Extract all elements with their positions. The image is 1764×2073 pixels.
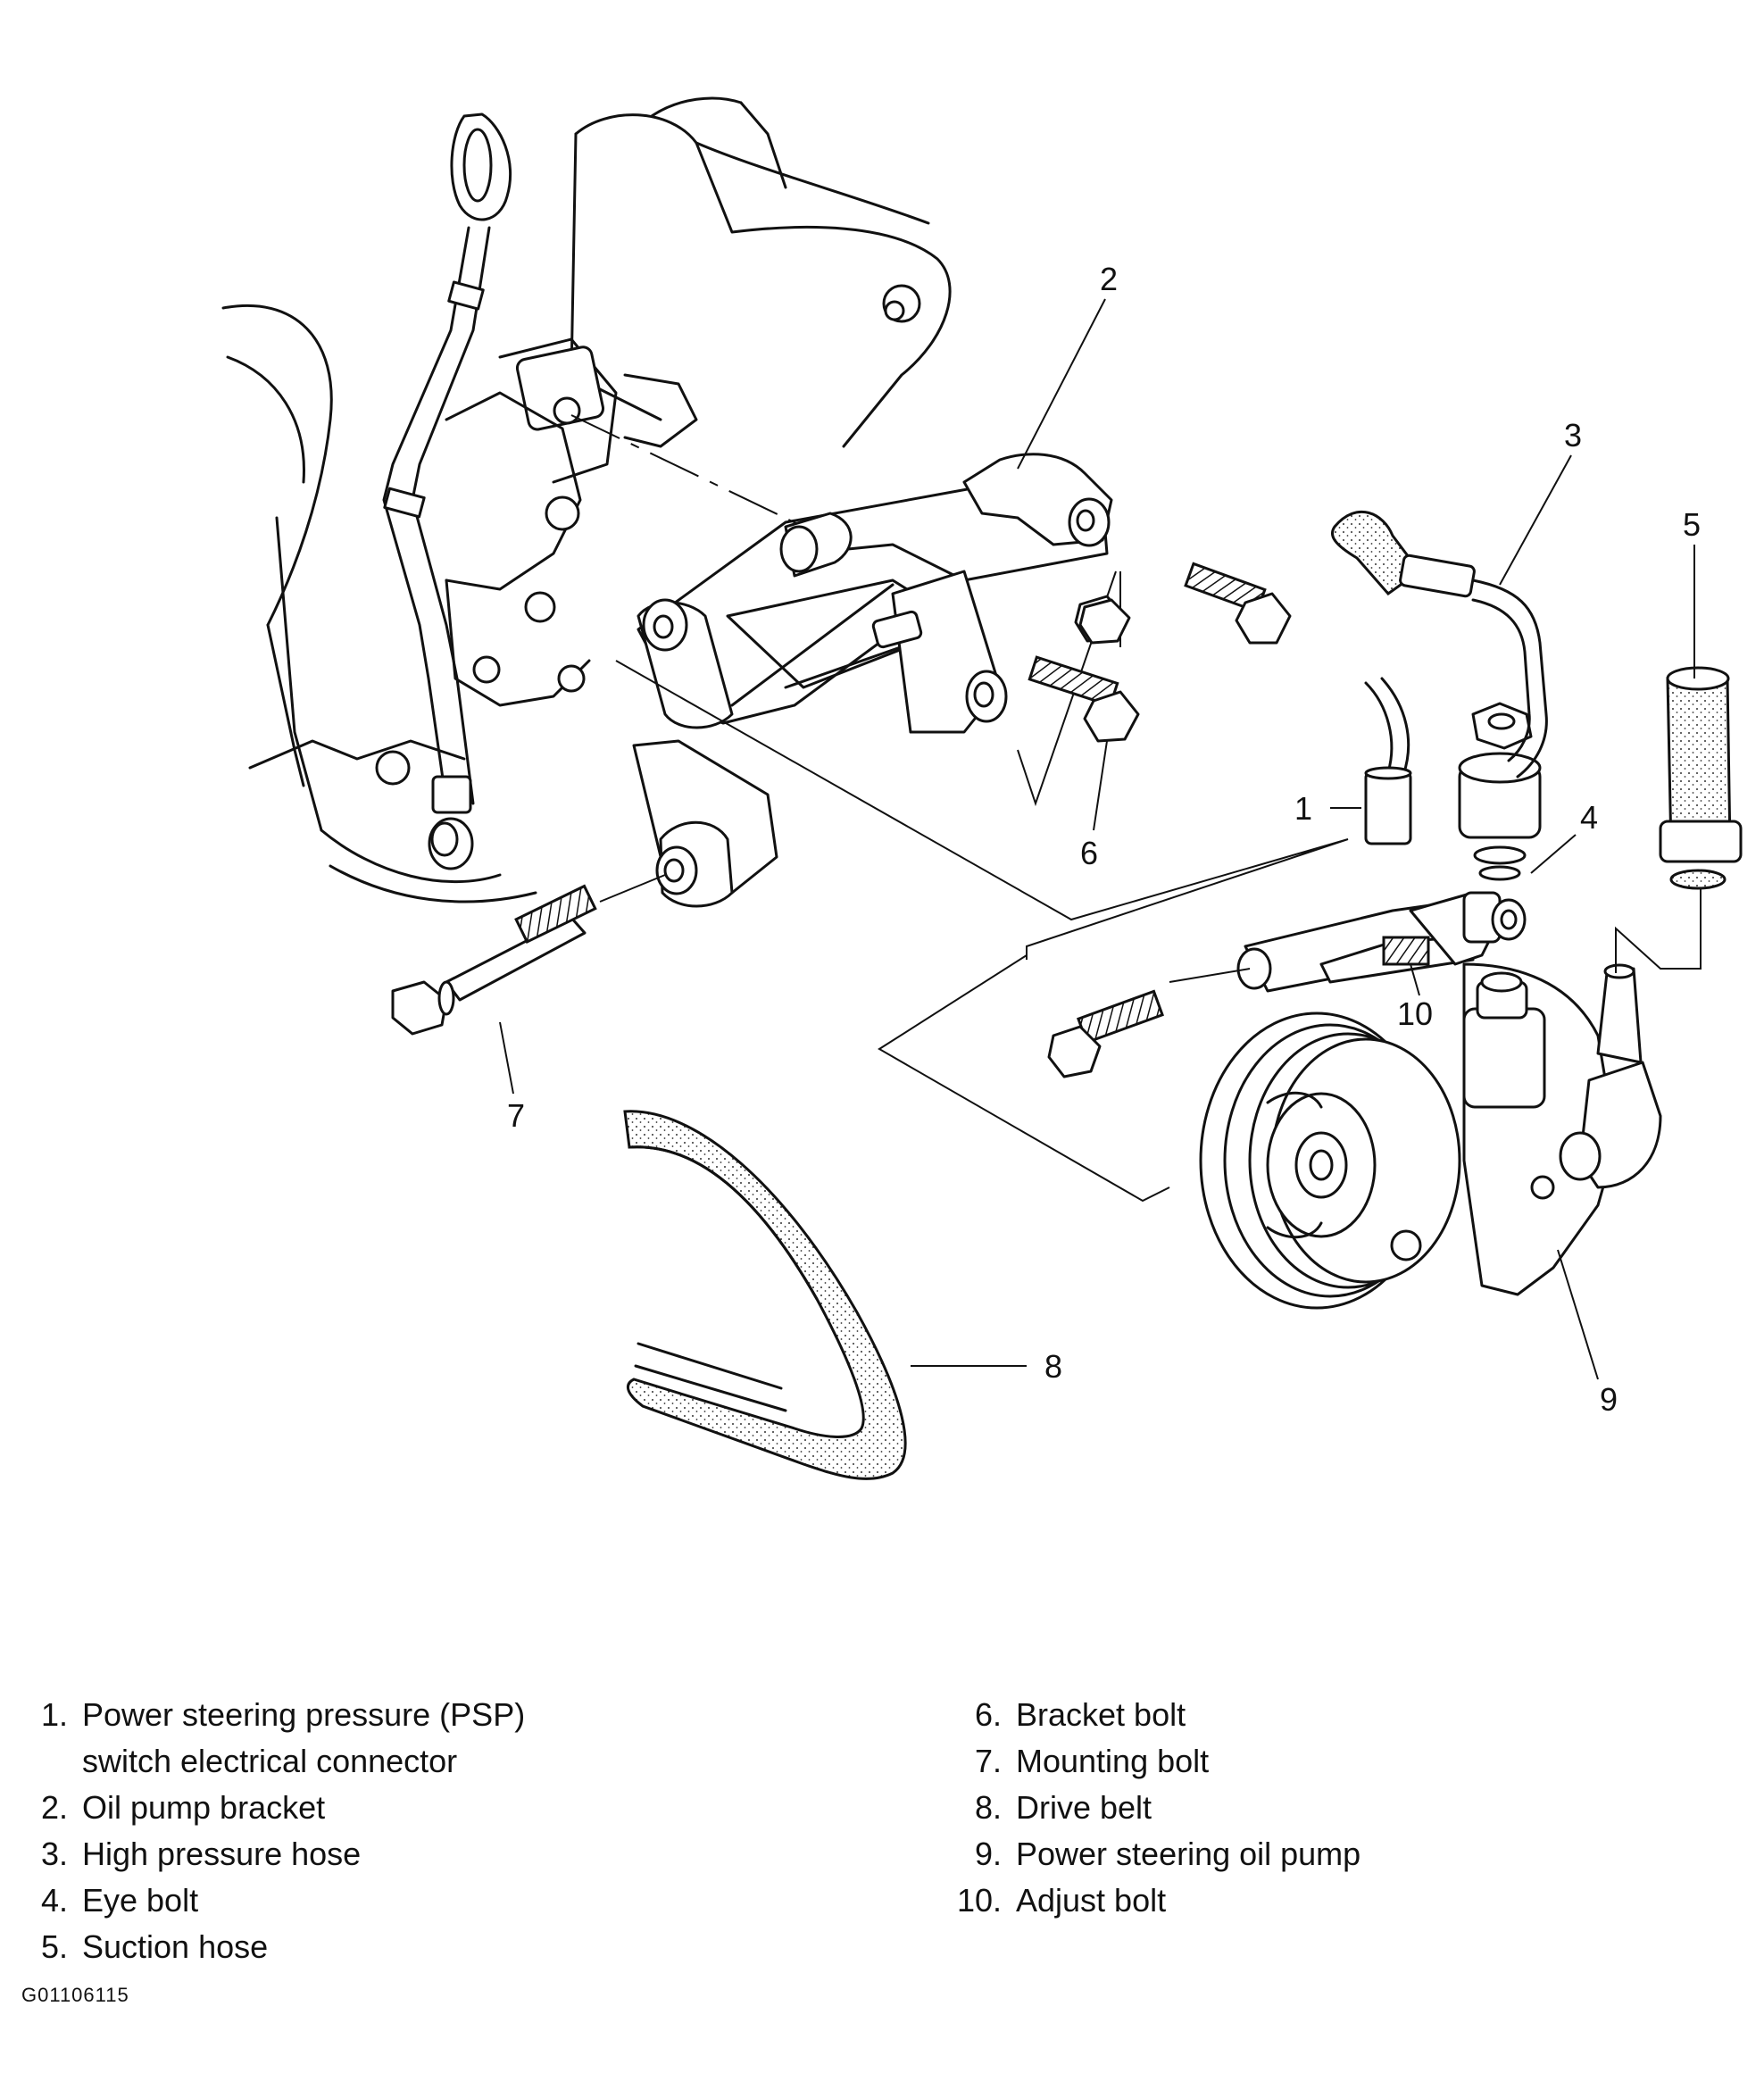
mounting-bolt (391, 884, 597, 1036)
legend-number: 5. (40, 1928, 68, 1965)
callout-2: 2 (1100, 261, 1118, 297)
callout-3: 3 (1564, 417, 1582, 454)
legend-item-10: 10. Adjust bolt (946, 1877, 1360, 1924)
legend-number: 8. (974, 1789, 1002, 1826)
legend-text: Mounting bolt (1016, 1743, 1210, 1779)
legend-text: Eye bolt (82, 1882, 199, 1919)
legend-number: 1. (40, 1696, 68, 1733)
adjust-bolt-front (1047, 989, 1164, 1078)
drive-belt (623, 1110, 907, 1480)
legend-text: High pressure hose (82, 1836, 362, 1872)
suction-hose (1659, 666, 1743, 890)
legend-text: Suction hose (82, 1928, 269, 1965)
legend-number: 10. (956, 1882, 1002, 1919)
power-steering-pump (1199, 962, 1662, 1310)
callout-8: 8 (1044, 1348, 1062, 1385)
figure-id: G01106115 (21, 1984, 129, 2006)
legend-number: 4. (40, 1882, 68, 1919)
legend-text: Oil pump bracket (82, 1789, 326, 1826)
high-pressure-hose (1330, 510, 1548, 778)
legend-number: 2. (40, 1789, 68, 1826)
callout-1: 1 (1294, 790, 1312, 827)
callout-leaders (499, 298, 1695, 1380)
legend-item-3: 3. High pressure hose (25, 1831, 525, 1877)
oil-pump-bracket (632, 453, 1113, 908)
legend-text: Bracket bolt (1016, 1696, 1186, 1733)
legend-item-1: 1. Power steering pressure (PSP) (25, 1692, 525, 1738)
callout-4: 4 (1580, 799, 1598, 836)
legend-item-9: 9. Power steering oil pump (946, 1831, 1360, 1877)
psp-connector (1364, 677, 1412, 845)
callout-9: 9 (1600, 1381, 1618, 1418)
legend-text: Power steering oil pump (1016, 1836, 1361, 1872)
legend-number: 3. (40, 1836, 68, 1872)
legend-right: 6. Bracket bolt 7. Mounting bolt 8. Driv… (946, 1692, 1360, 1924)
legend-number: 9. (974, 1836, 1002, 1872)
legend-text-continued: switch electrical connector (82, 1743, 458, 1779)
legend-item-2: 2. Oil pump bracket (25, 1785, 525, 1831)
legend-number: 6. (974, 1696, 1002, 1733)
legend-text: Drive belt (1016, 1789, 1152, 1826)
exploded-view-diagram: 1 2 3 4 5 6 7 8 9 10 (221, 96, 1743, 1480)
legend-item-5: 5. Suction hose (25, 1924, 525, 1970)
bracket-bolt-lower (1028, 598, 1140, 743)
legend-item-8: 8. Drive belt (946, 1785, 1360, 1831)
legend-text: Power steering pressure (PSP) (82, 1696, 526, 1733)
legend-item-7: 7. Mounting bolt (946, 1738, 1360, 1785)
legend-text: Adjust bolt (1016, 1882, 1167, 1919)
dipstick-tube (382, 112, 512, 870)
callout-6: 6 (1080, 835, 1098, 871)
legend-left: 1. Power steering pressure (PSP) switch … (25, 1692, 525, 1970)
adjust-bolt-assembly (1236, 891, 1527, 993)
callout-5: 5 (1683, 506, 1701, 543)
engine-block (221, 96, 952, 903)
callout-10: 10 (1397, 995, 1433, 1032)
legend-item-6: 6. Bracket bolt (946, 1692, 1360, 1738)
legend-number: 7. (974, 1743, 1002, 1779)
callout-7: 7 (507, 1097, 525, 1134)
legend-item-4: 4. Eye bolt (25, 1877, 525, 1924)
